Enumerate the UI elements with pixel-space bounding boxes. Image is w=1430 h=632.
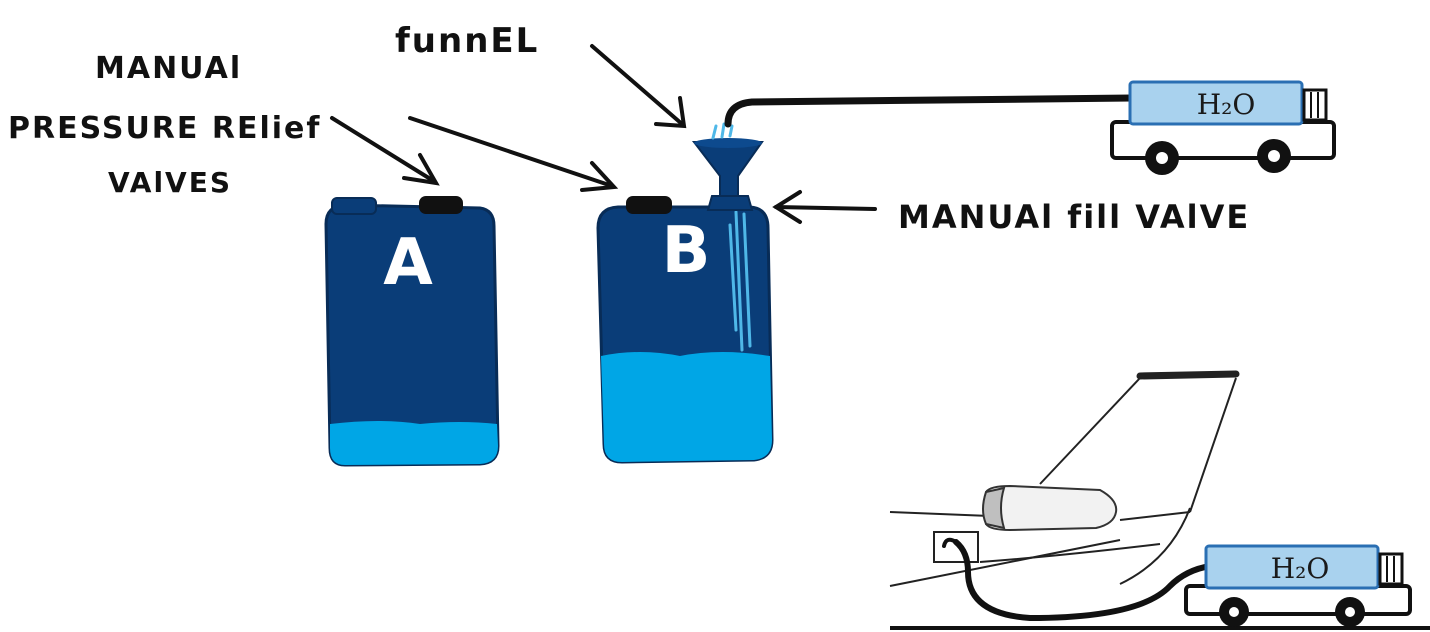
fuselage-upper-line: [889, 511, 991, 517]
cart-bottom-fitting: [1378, 552, 1404, 586]
aircraft-fill-port: [933, 531, 979, 563]
arrow-to-valve-b: [408, 116, 619, 192]
tank-b: B: [596, 196, 774, 464]
arrow-to-fill-valve: [772, 190, 877, 224]
tail-fin-trailing-edge: [1189, 377, 1237, 513]
arrow-to-funnel: [590, 44, 687, 129]
funnel-rim: [694, 138, 762, 148]
water-drops: [711, 122, 734, 140]
cart-top-base: [1110, 120, 1336, 160]
fuselage-lower-line: [889, 539, 1121, 587]
tail-tip: [1136, 370, 1240, 380]
pressure-relief-valve-b: [626, 196, 672, 214]
tank-a-letter: A: [383, 226, 433, 300]
tank-a-water: [330, 421, 498, 465]
engine-nacelle: [982, 484, 1118, 532]
label-relief-line1: MANUAl: [95, 51, 242, 86]
fuselage-mid-line: [979, 543, 1161, 563]
cart-top-tank: [1128, 80, 1304, 126]
funnel-icon: [691, 141, 764, 197]
cart-top-fitting: [1302, 88, 1328, 122]
label-fill-valve: MANUAl fill VAlVE: [898, 198, 1250, 236]
water-stream: [728, 210, 752, 352]
pressure-relief-valve-a: [419, 196, 463, 214]
cart-top-label: H₂O: [1197, 88, 1256, 121]
tank-a: A: [324, 196, 500, 467]
water-cart-top: H₂O: [1110, 80, 1336, 175]
cart-bottom-tank: [1204, 544, 1380, 590]
tail-fin-leading-edge: [1039, 377, 1141, 485]
tank-a-cap: [331, 197, 377, 215]
fuselage-upper-line-rear: [1119, 511, 1191, 521]
label-relief-line3: VAlVES: [108, 166, 232, 199]
label-funnel: funnEL: [395, 21, 539, 61]
tank-b-letter: B: [662, 214, 711, 288]
hose-bottom: [953, 539, 1213, 622]
funnel: [691, 122, 764, 211]
hose-top: [724, 94, 1136, 128]
tank-b-water: [601, 352, 772, 462]
aircraft-tail: [889, 370, 1240, 587]
manual-fill-valve: [706, 195, 754, 211]
water-cart-bottom: H₂O: [1184, 544, 1412, 627]
cart-bottom-label: H₂O: [1271, 552, 1330, 585]
fuselage-tail-cone: [1119, 507, 1191, 585]
arrow-to-valve-a: [330, 116, 440, 186]
label-relief-line2: PRESSURE RElief: [8, 111, 321, 146]
